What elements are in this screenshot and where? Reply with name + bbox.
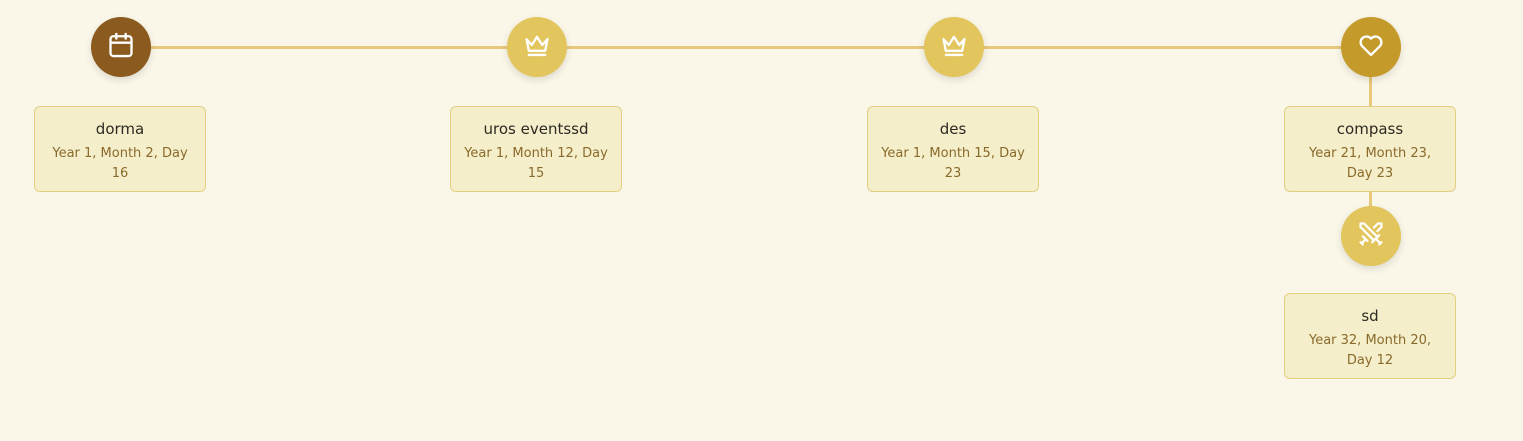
crossed-swords-icon: [1357, 220, 1385, 252]
event-date: Year 21, Month 23, Day 23: [1308, 146, 1431, 181]
event-date: Year 32, Month 20, Day 12: [1308, 333, 1431, 368]
event-card-des[interactable]: des Year 1, Month 15, Day 23: [867, 106, 1039, 192]
event-node-sd[interactable]: [1341, 206, 1401, 266]
event-node-compass[interactable]: [1341, 17, 1401, 77]
event-card-dorma[interactable]: dorma Year 1, Month 2, Day 16: [34, 106, 206, 192]
event-title: uros eventssd: [483, 120, 589, 138]
event-node-dorma[interactable]: [91, 17, 151, 77]
event-card-compass[interactable]: compass Year 21, Month 23, Day 23: [1284, 106, 1456, 192]
timeline-connector-vertical: [1369, 192, 1372, 212]
timeline-connector-vertical: [1369, 70, 1372, 110]
calendar-icon: [107, 31, 135, 63]
crown-icon: [523, 31, 551, 63]
event-date: Year 1, Month 15, Day 23: [881, 146, 1025, 181]
event-card-sd[interactable]: sd Year 32, Month 20, Day 12: [1284, 293, 1456, 379]
event-date: Year 1, Month 12, Day 15: [464, 146, 608, 181]
event-date: Year 1, Month 2, Day 16: [52, 146, 188, 181]
event-title: des: [939, 120, 967, 138]
event-node-uros-eventssd[interactable]: [507, 17, 567, 77]
heart-icon: [1357, 31, 1385, 63]
timeline-connector-horizontal: [121, 46, 1371, 49]
event-title: sd: [1361, 307, 1379, 325]
event-title: dorma: [95, 120, 145, 138]
event-node-des[interactable]: [924, 17, 984, 77]
event-title: compass: [1336, 120, 1404, 138]
crown-icon: [940, 31, 968, 63]
event-card-uros-eventssd[interactable]: uros eventssd Year 1, Month 12, Day 15: [450, 106, 622, 192]
